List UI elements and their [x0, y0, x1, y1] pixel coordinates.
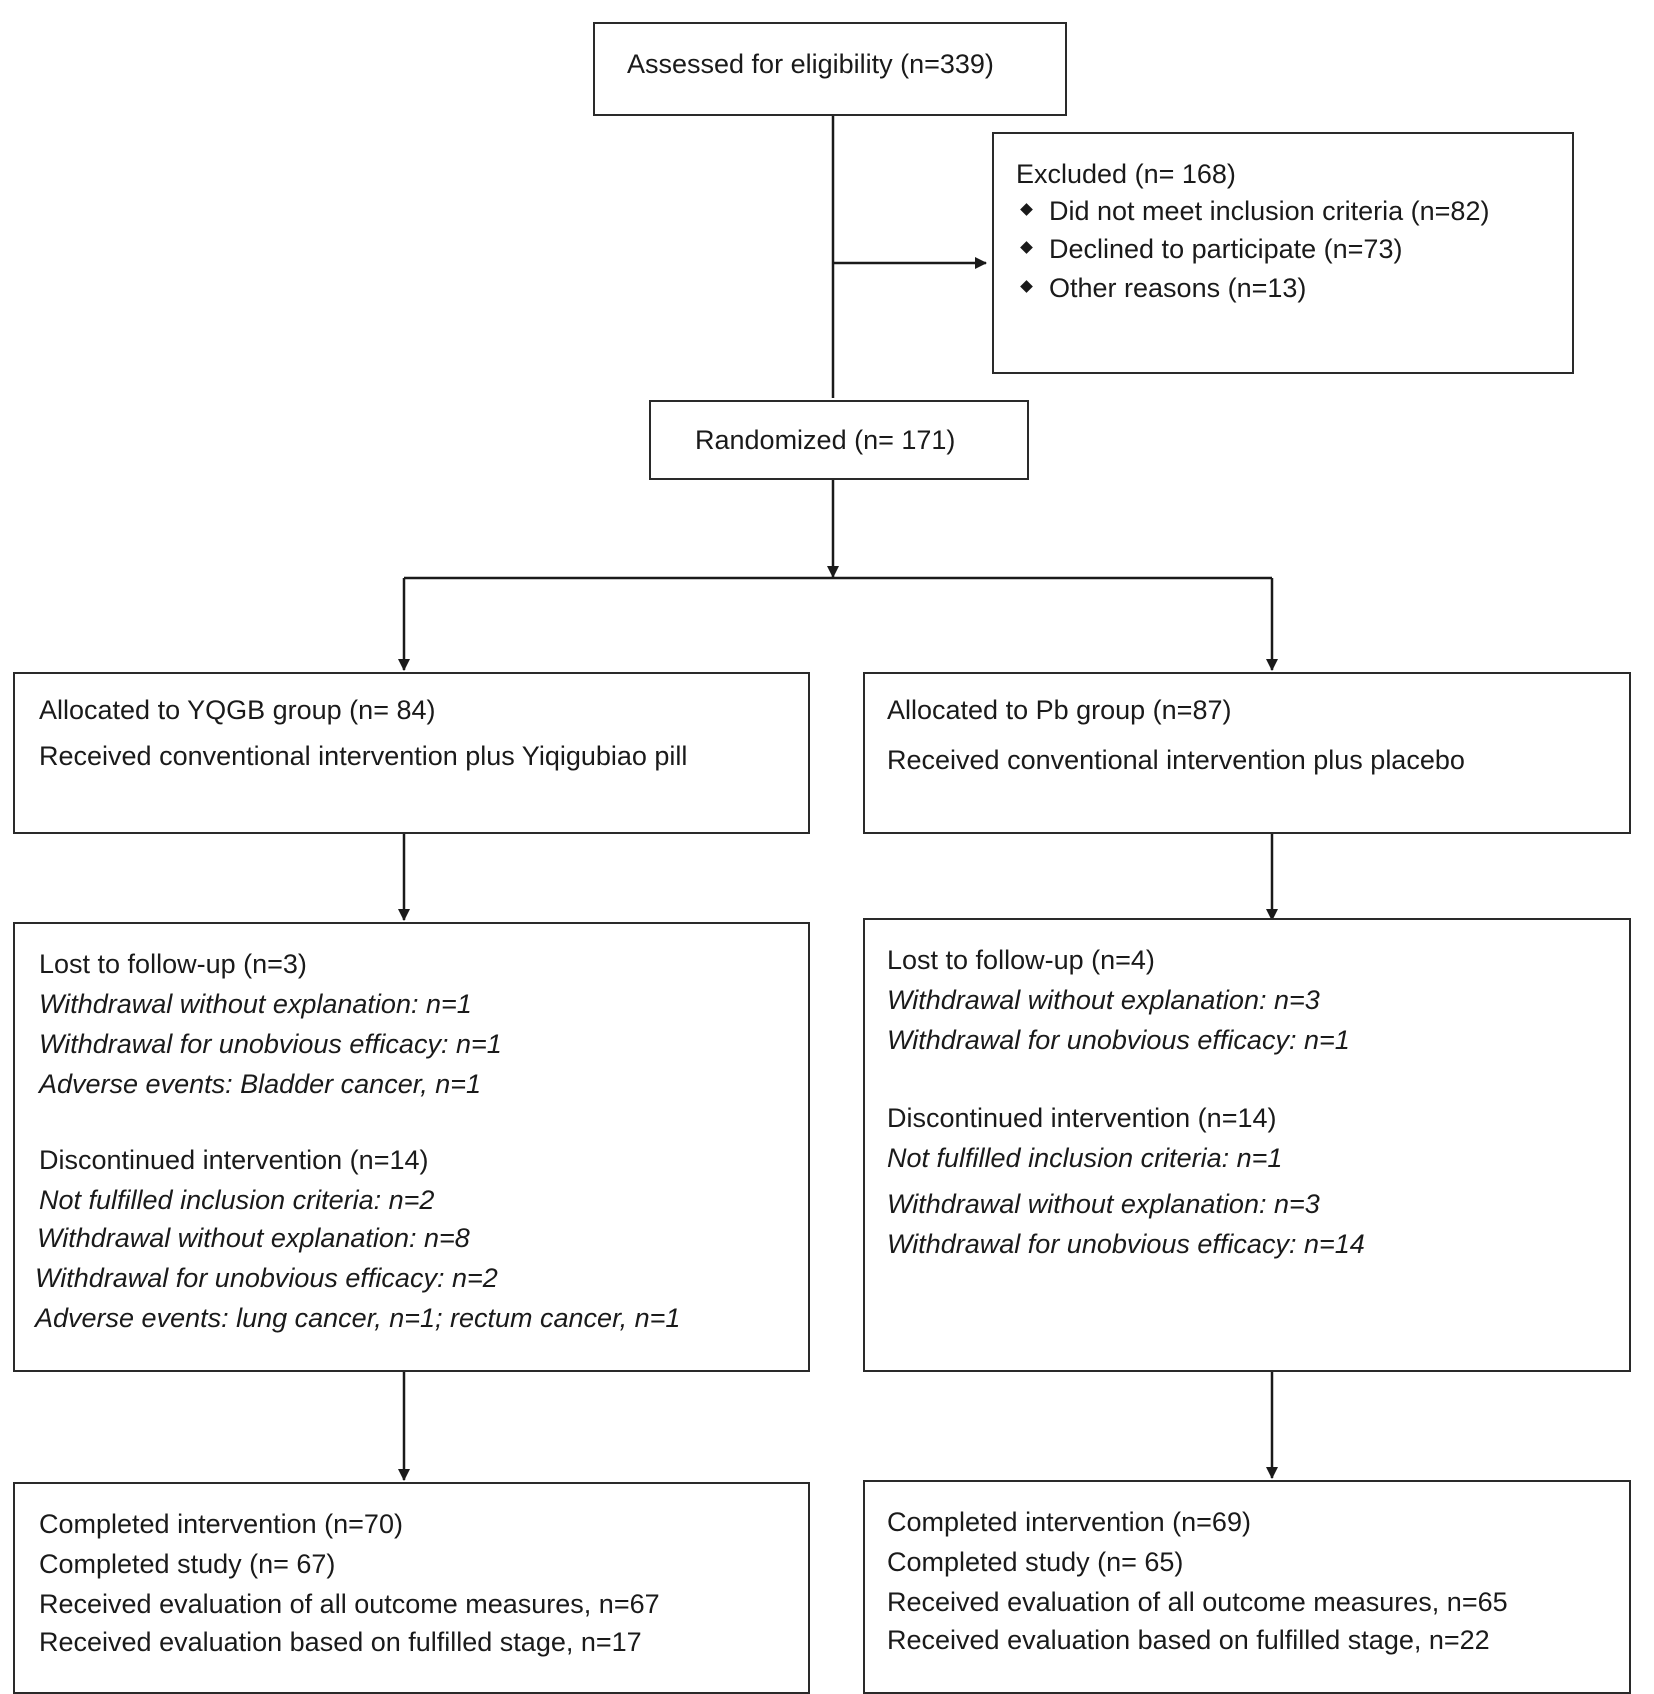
- right-disc-title: Discontinued intervention (n=14): [887, 1103, 1277, 1133]
- left-completed-line: Completed intervention (n=70): [39, 1509, 403, 1539]
- left-allocation-detail: Received conventional intervention plus …: [39, 741, 688, 771]
- left-completed-line: Received evaluation based on fulfilled s…: [39, 1627, 642, 1657]
- left-completed-box: Completed intervention (n=70) Completed …: [13, 1482, 810, 1694]
- excluded-item: Did not meet inclusion criteria (n=82): [1020, 196, 1489, 227]
- bullet-icon: [1020, 203, 1033, 217]
- right-completed-line: Completed study (n= 65): [887, 1547, 1184, 1577]
- left-disc-item: Withdrawal without explanation: n=8: [37, 1223, 470, 1253]
- right-lost-title: Lost to follow-up (n=4): [887, 945, 1155, 975]
- left-lost-item: Withdrawal for unobvious efficacy: n=1: [39, 1029, 502, 1059]
- excluded-item: Other reasons (n=13): [1020, 273, 1306, 304]
- right-completed-box: Completed intervention (n=69) Completed …: [863, 1480, 1631, 1694]
- right-lost-item: Withdrawal for unobvious efficacy: n=1: [887, 1025, 1350, 1055]
- bullet-icon: [1020, 280, 1033, 294]
- left-lost-item: Withdrawal without explanation: n=1: [39, 989, 472, 1019]
- right-followup-box: Lost to follow-up (n=4) Withdrawal witho…: [863, 918, 1631, 1372]
- left-disc-item: Withdrawal for unobvious efficacy: n=2: [35, 1263, 498, 1293]
- right-allocation-title: Allocated to Pb group (n=87): [887, 695, 1232, 725]
- left-followup-box: Lost to follow-up (n=3) Withdrawal witho…: [13, 922, 810, 1372]
- excluded-item: Declined to participate (n=73): [1020, 234, 1402, 265]
- left-completed-line: Completed study (n= 67): [39, 1549, 336, 1579]
- left-completed-line: Received evaluation of all outcome measu…: [39, 1589, 660, 1619]
- right-completed-line: Completed intervention (n=69): [887, 1507, 1251, 1537]
- randomized-box: Randomized (n= 171): [649, 400, 1029, 480]
- excluded-box: Excluded (n= 168) Did not meet inclusion…: [992, 132, 1574, 374]
- left-disc-item: Adverse events: lung cancer, n=1; rectum…: [35, 1303, 681, 1333]
- right-completed-line: Received evaluation of all outcome measu…: [887, 1587, 1508, 1617]
- assessed-box: Assessed for eligibility (n=339): [593, 22, 1067, 116]
- left-allocation-title: Allocated to YQGB group (n= 84): [39, 695, 436, 725]
- left-lost-item: Adverse events: Bladder cancer, n=1: [39, 1069, 482, 1099]
- right-disc-item: Not fulfilled inclusion criteria: n=1: [887, 1143, 1283, 1173]
- right-lost-item: Withdrawal without explanation: n=3: [887, 985, 1320, 1015]
- right-completed-line: Received evaluation based on fulfilled s…: [887, 1625, 1490, 1655]
- right-allocation-box: Allocated to Pb group (n=87) Received co…: [863, 672, 1631, 834]
- right-allocation-detail: Received conventional intervention plus …: [887, 745, 1465, 775]
- assessed-label: Assessed for eligibility (n=339): [627, 49, 994, 79]
- left-allocation-box: Allocated to YQGB group (n= 84) Received…: [13, 672, 810, 834]
- excluded-title: Excluded (n= 168): [1016, 159, 1236, 189]
- left-disc-item: Not fulfilled inclusion criteria: n=2: [39, 1185, 435, 1215]
- right-disc-item: Withdrawal without explanation: n=3: [887, 1189, 1320, 1219]
- left-lost-title: Lost to follow-up (n=3): [39, 949, 307, 979]
- bullet-icon: [1020, 241, 1033, 255]
- randomized-label: Randomized (n= 171): [695, 425, 956, 455]
- right-disc-item: Withdrawal for unobvious efficacy: n=14: [887, 1229, 1365, 1259]
- left-disc-title: Discontinued intervention (n=14): [39, 1145, 429, 1175]
